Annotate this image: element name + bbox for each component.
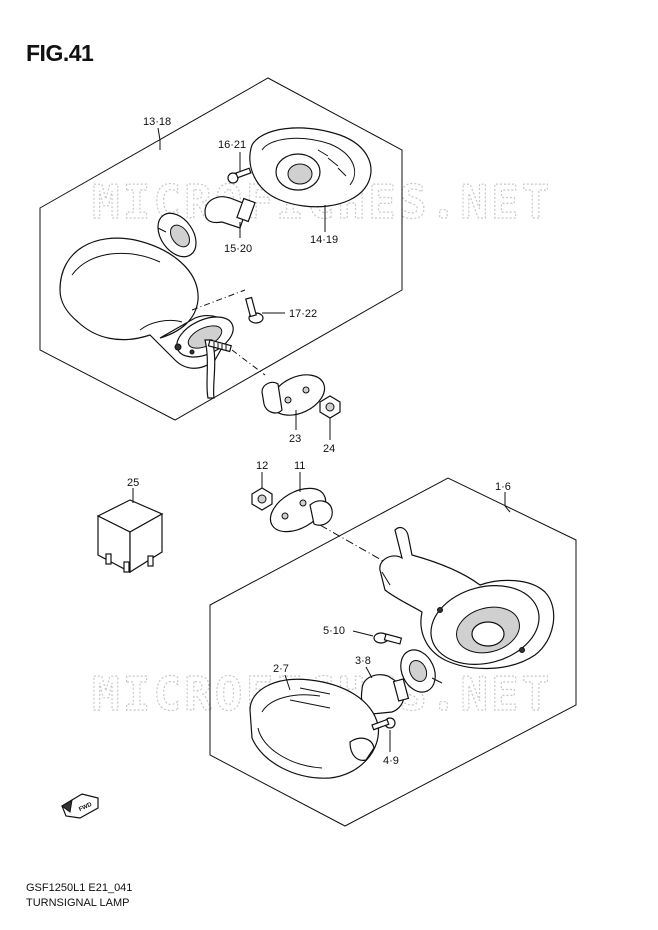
callout-15-20: 15·20 [224,243,252,255]
callout-23: 23 [289,433,301,445]
rear-nut [251,487,273,511]
top-gasket [261,374,326,416]
part-group-name: TURNSIGNAL LAMP [26,897,130,909]
callout-2-7: 2·7 [273,663,289,675]
callout-11: 11 [294,460,305,472]
bottom-assembly-frame [209,477,577,827]
bottom-lens [249,678,380,779]
turn-signal-relay [96,499,164,574]
top-housing [59,237,234,369]
bottom-bulb [360,674,410,715]
figure-title: FIG.41 [26,40,94,66]
rear-gasket [269,487,333,533]
bottom-socket-plate [400,649,443,693]
top-wire [204,339,216,399]
callout-25: 25 [127,477,139,489]
callout-16-21: 16·21 [218,139,246,151]
callout-14-19: 14·19 [310,234,338,246]
bottom-lens-screw [371,717,396,731]
callout-13-18: 13·18 [143,116,171,128]
callout-17-22: 17·22 [289,308,317,320]
top-socket-plate [157,212,197,258]
fwd-arrow-icon: FWD [61,793,99,819]
callout-3-8: 3·8 [355,655,371,667]
top-lens-screw [227,167,252,184]
callout-24: 24 [323,443,335,455]
top-bulb [204,196,256,229]
callout-1-6: 1·6 [495,481,511,493]
bottom-mount-screw [373,632,403,645]
callout-5-10: 5·10 [323,625,345,637]
model-code: GSF1250L1 E21_041 [26,882,133,894]
top-assembly-frame [39,77,403,421]
callout-4-9: 4·9 [383,755,399,767]
bottom-housing [379,526,555,669]
top-mount-screw [245,296,264,324]
fwd-label: FWD [78,802,94,813]
top-lens [249,127,372,208]
callout-12: 12 [256,460,268,472]
top-stud [207,339,232,353]
top-nut [319,395,341,419]
